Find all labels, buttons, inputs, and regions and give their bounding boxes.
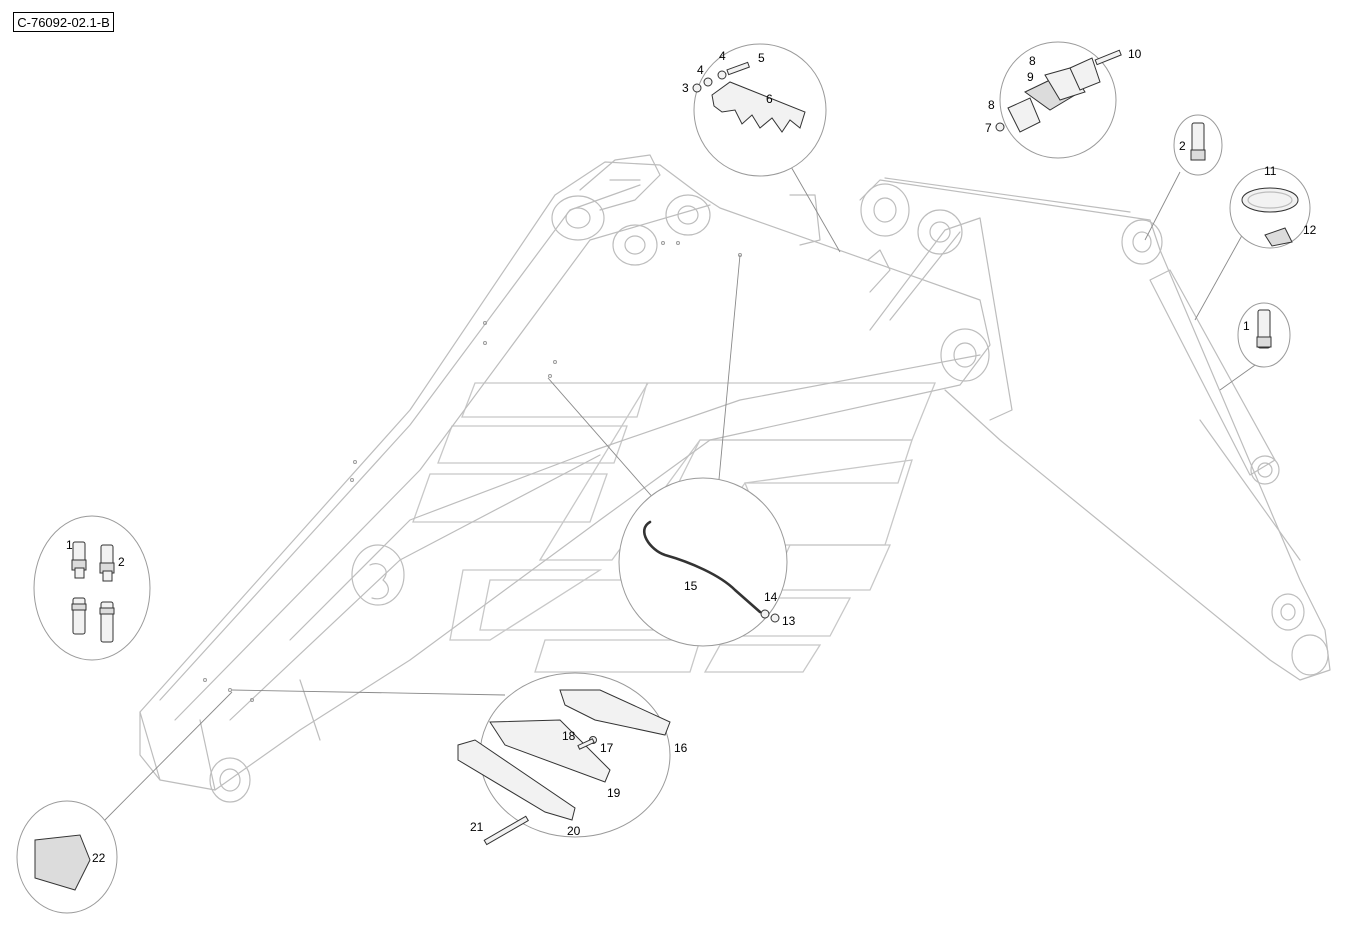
callout-pin-top-right [1173,114,1223,176]
callout-label: 8 [988,98,995,112]
drawing-reference: C-76092-02.1-B [13,12,114,32]
callout-label: 15 [684,579,698,593]
callout-label: 9 [1027,70,1034,84]
callout-pin-right [1237,302,1291,368]
callout-rod [618,477,788,647]
boom-body [139,154,1331,803]
callout-label: 4 [697,63,704,77]
callout-label: 10 [1128,47,1142,61]
callout-label: 16 [674,741,688,755]
callout-bracket [692,43,827,177]
callout-label: 12 [1303,223,1317,237]
callout-label: 20 [567,824,581,838]
leader-lines [94,164,1266,831]
callout-label: 5 [758,51,765,65]
callout-label: 1 [66,538,73,552]
callout-label: 2 [118,555,125,569]
callout-guard [457,672,671,846]
callout-label: 1 [1243,319,1250,333]
callout-label: 2 [1179,139,1186,153]
callout-pad [16,800,118,914]
callout-clamp [995,41,1122,159]
callout-hose-clamp [1229,167,1311,249]
callout-label: 22 [92,851,106,865]
callout-label: 21 [470,820,484,834]
callout-labels: 1 2 3 4 4 5 6 7 8 8 9 10 2 11 12 1 14 15… [66,47,1317,865]
callout-label: 11 [1264,164,1277,178]
callout-label: 3 [682,81,689,95]
callout-label: 13 [782,614,796,628]
callout-pins-left [33,515,151,661]
callout-label: 17 [600,741,614,755]
callout-label: 6 [766,92,773,106]
callout-label: 8 [1029,54,1036,68]
callout-label: 4 [719,49,726,63]
callout-label: 19 [607,786,621,800]
callout-label: 14 [764,590,778,604]
callout-label: 18 [562,729,576,743]
callout-label: 7 [985,121,992,135]
